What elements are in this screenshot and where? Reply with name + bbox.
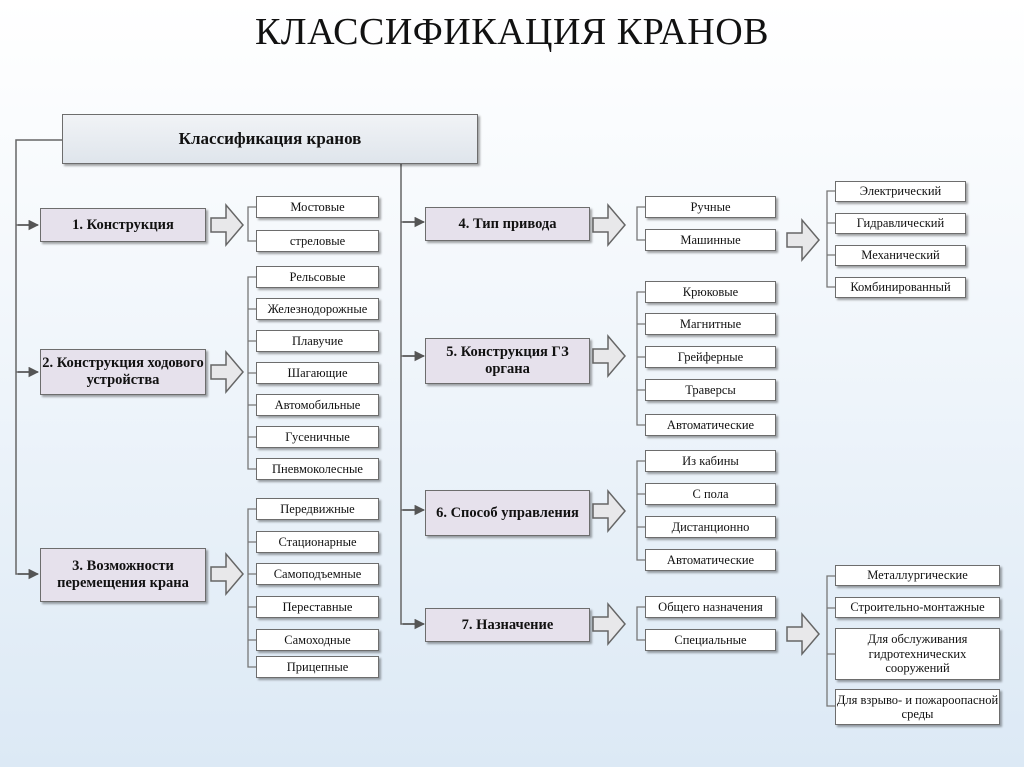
page-title: КЛАССИФИКАЦИЯ КРАНОВ	[254, 11, 770, 53]
item-trailed: Прицепные	[256, 656, 379, 678]
item-crawler: Гусеничные	[256, 426, 379, 448]
item-from-floor: С пола	[645, 483, 776, 505]
item-railroad: Железнодорожные	[256, 298, 379, 320]
sub-explosion-proof: Для взрыво- и пожароопасной среды	[835, 689, 1000, 725]
sub-hydrotechnical: Для обслуживания гидротехнических сооруж…	[835, 628, 1000, 680]
category-undercarriage: 2. Конструкция ходового устройства	[40, 349, 206, 395]
sub-mechanical: Механический	[835, 245, 966, 266]
category-construction: 1. Конструкция	[40, 208, 206, 242]
item-floating: Плавучие	[256, 330, 379, 352]
item-relocatable: Переставные	[256, 596, 379, 618]
item-traverse: Траверсы	[645, 379, 776, 401]
item-strelovye: стреловые	[256, 230, 379, 252]
category-movement: 3. Возможности перемещения крана	[40, 548, 206, 602]
item-mobile: Передвижные	[256, 498, 379, 520]
item-automatic-control: Автоматические	[645, 549, 776, 571]
sub-electric: Электрический	[835, 181, 966, 202]
sub-hydraulic: Гидравлический	[835, 213, 966, 234]
item-stationary: Стационарные	[256, 531, 379, 553]
item-special: Специальные	[645, 629, 776, 651]
item-pneumatic: Пневмоколесные	[256, 458, 379, 480]
item-grab: Грейферные	[645, 346, 776, 368]
item-self-propelled: Самоходные	[256, 629, 379, 651]
item-magnetic: Магнитные	[645, 313, 776, 335]
item-manual: Ручные	[645, 196, 776, 218]
item-machine: Машинные	[645, 229, 776, 251]
item-automatic-gz: Автоматические	[645, 414, 776, 436]
category-purpose: 7. Назначение	[425, 608, 590, 642]
item-walking: Шагающие	[256, 362, 379, 384]
category-load-handling: 5. Конструкция ГЗ органа	[425, 338, 590, 384]
item-mostovye: Мостовые	[256, 196, 379, 218]
item-general-purpose: Общего назначения	[645, 596, 776, 618]
category-control-method: 6. Способ управления	[425, 490, 590, 536]
sub-construction-assembly: Строительно-монтажные	[835, 597, 1000, 618]
root-node: Классификация кранов	[62, 114, 478, 164]
item-hook: Крюковые	[645, 281, 776, 303]
sub-combined: Комбинированный	[835, 277, 966, 298]
item-rail: Рельсовые	[256, 266, 379, 288]
item-from-cabin: Из кабины	[645, 450, 776, 472]
item-self-raising: Самоподъемные	[256, 563, 379, 585]
category-drive-type: 4. Тип привода	[425, 207, 590, 241]
item-automobile: Автомобильные	[256, 394, 379, 416]
item-remote: Дистанционно	[645, 516, 776, 538]
sub-metallurgical: Металлургические	[835, 565, 1000, 586]
